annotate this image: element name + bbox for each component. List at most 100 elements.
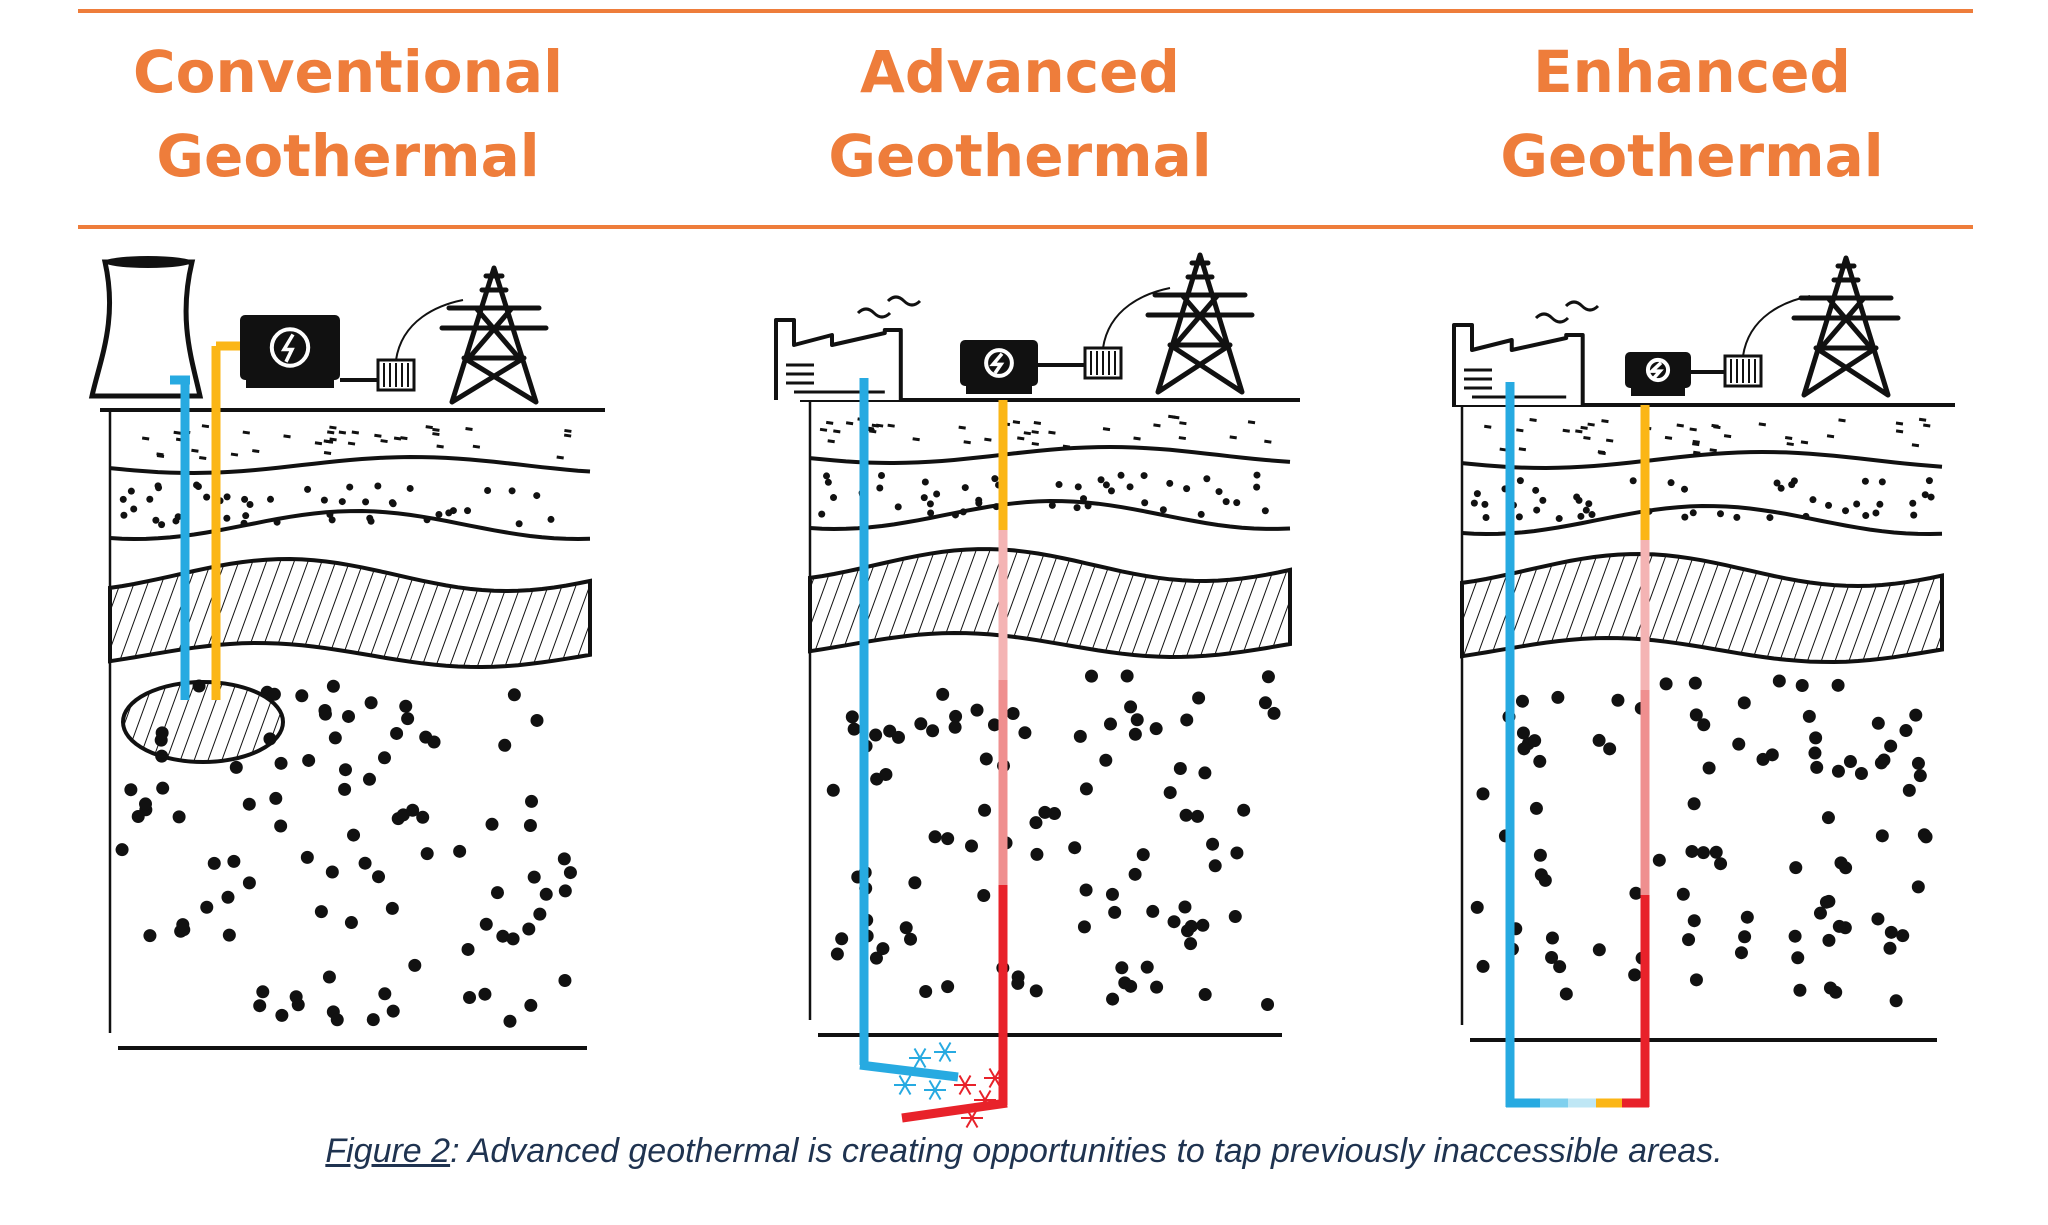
gravel-dot bbox=[1909, 499, 1917, 507]
soil-dash bbox=[1484, 424, 1492, 429]
bedrock-dot bbox=[378, 987, 392, 1001]
gravel-dot bbox=[1876, 500, 1884, 508]
hatched-rock-layer bbox=[108, 556, 592, 670]
generator-base bbox=[966, 386, 1032, 394]
soil-dash bbox=[1605, 438, 1614, 443]
bedrock-dot bbox=[498, 738, 512, 752]
soil-dash bbox=[327, 430, 335, 435]
gravel-dot bbox=[1910, 511, 1918, 519]
bedrock-dot bbox=[453, 844, 467, 858]
soil-dash bbox=[400, 436, 408, 441]
gravel-dot bbox=[824, 478, 832, 486]
lightning-icon bbox=[984, 348, 1014, 378]
bedrock-dot bbox=[420, 847, 434, 861]
soil-dash bbox=[958, 425, 966, 430]
bedrock-dot bbox=[1030, 847, 1044, 861]
gravel-dot bbox=[152, 516, 160, 524]
soil-dash bbox=[1583, 435, 1591, 440]
bedrock-dot bbox=[1124, 700, 1138, 714]
cold-pipe-lateral bbox=[859, 1060, 959, 1082]
bedrock-dot bbox=[1702, 761, 1716, 775]
gravel-dot bbox=[533, 492, 541, 500]
bedrock-dot bbox=[326, 679, 340, 693]
gravel-dot bbox=[1733, 513, 1741, 521]
bedrock-dot bbox=[1470, 900, 1484, 914]
gravel-dot bbox=[975, 499, 983, 507]
hot-pipe-lateral bbox=[901, 1098, 1008, 1123]
bedrock-dot bbox=[563, 866, 577, 880]
gravel-dot bbox=[1233, 499, 1241, 507]
bedrock-dot bbox=[1011, 976, 1025, 990]
bedrock-dot bbox=[1696, 846, 1710, 860]
bedrock-dot bbox=[496, 929, 510, 943]
snowflake-icon bbox=[984, 1067, 1006, 1089]
gravel-dot bbox=[193, 481, 201, 489]
bedrock-dot bbox=[302, 753, 316, 767]
gravel-dot bbox=[389, 500, 397, 508]
bedrock-dot bbox=[338, 763, 352, 777]
bedrock-dot bbox=[1476, 787, 1490, 801]
bedrock-dot bbox=[1732, 737, 1746, 751]
soil-dash bbox=[1575, 429, 1583, 434]
bedrock-dot bbox=[1120, 669, 1134, 683]
bedrock-dot bbox=[1823, 981, 1837, 995]
soil-dash bbox=[156, 452, 164, 457]
bedrock-dot bbox=[1689, 973, 1703, 987]
bedrock-dot bbox=[1875, 829, 1889, 843]
gravel-dot bbox=[1689, 509, 1697, 517]
gravel-dot bbox=[926, 500, 934, 508]
bedrock-dot bbox=[558, 884, 572, 898]
soil-dash bbox=[1601, 419, 1609, 424]
bedrock-dot bbox=[524, 998, 538, 1012]
soil-dash bbox=[338, 430, 347, 435]
soil-dash bbox=[1723, 434, 1732, 439]
bedrock-dot bbox=[1533, 754, 1547, 768]
gravel-dot bbox=[1102, 481, 1110, 489]
bedrock-dot bbox=[1843, 755, 1857, 769]
soil-dash bbox=[1918, 417, 1927, 422]
soil-dash bbox=[1012, 420, 1021, 425]
soil-dash bbox=[351, 430, 360, 435]
heading-line-1: Advanced bbox=[860, 38, 1180, 106]
gravel-dot bbox=[1470, 499, 1478, 507]
bedrock-dot bbox=[1115, 961, 1129, 975]
gravel-dot bbox=[1126, 483, 1134, 491]
bedrock-dot bbox=[1073, 729, 1087, 743]
gravel-dot bbox=[1532, 486, 1540, 494]
bedrock-dot bbox=[461, 942, 475, 956]
bedrock-dot bbox=[330, 1013, 344, 1027]
gravel-dot bbox=[423, 516, 431, 524]
bedrock-dot bbox=[1184, 937, 1198, 951]
bedrock-dot bbox=[1911, 880, 1925, 894]
soil-dash bbox=[323, 439, 332, 444]
soil-dash bbox=[199, 456, 207, 460]
soil-dash bbox=[1017, 436, 1025, 441]
bedrock-dot bbox=[1822, 933, 1836, 947]
soil-dash bbox=[887, 423, 895, 428]
bedrock-dot bbox=[1772, 674, 1786, 688]
bedrock-dot bbox=[1689, 708, 1703, 722]
gravel-dot bbox=[1073, 504, 1081, 512]
bedrock-dot bbox=[1603, 742, 1617, 756]
heading-line-1: Conventional bbox=[133, 38, 563, 106]
bedrock-dot bbox=[399, 699, 413, 713]
gravel-dot bbox=[223, 514, 231, 522]
transformer-wire bbox=[395, 299, 464, 361]
bedrock-dot bbox=[527, 870, 541, 884]
transmission-tower-icon bbox=[1145, 252, 1255, 395]
soil-dash bbox=[867, 427, 875, 432]
cooling-tower-top bbox=[104, 256, 192, 268]
bedrock-dot bbox=[1896, 929, 1910, 943]
soil-dash bbox=[1031, 430, 1039, 435]
heading-line-2: Geothermal bbox=[828, 122, 1212, 190]
bedrock-dot bbox=[1685, 844, 1699, 858]
gravel-dot bbox=[273, 518, 281, 526]
bedrock-dot bbox=[1029, 816, 1043, 830]
bedrock-dot bbox=[845, 710, 859, 724]
bedrock-dot bbox=[1793, 983, 1807, 997]
bedrock-dot bbox=[1191, 809, 1205, 823]
soil-dash bbox=[1518, 447, 1527, 452]
bedrock-dot bbox=[338, 782, 352, 796]
bedrock-dot bbox=[222, 928, 236, 942]
bedrock-dot bbox=[416, 810, 430, 824]
